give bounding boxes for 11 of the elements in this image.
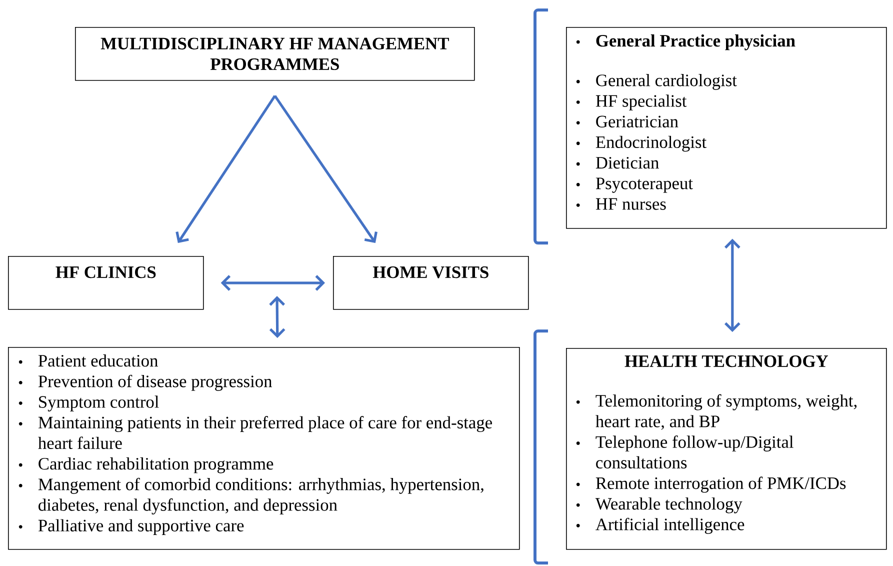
title-box: MULTIDISCIPLINARY HF MANAGEMENT PROGRAMMES xyxy=(75,27,475,81)
arrow xyxy=(269,296,286,338)
list-box: Patient education Prevention of disease progression Symptom control Maintaining patients in their preferred place of care for end-stage heart failure Cardiac rehabilitation programme Mangement of comorbid conditions: arrhythmias, hypertension, diabetes, renal dysfunction, and depression Palliative and supportive care xyxy=(8,347,520,550)
arrow xyxy=(274,95,378,243)
list-box: HEALTH TECHNOLOGY Telemonitoring of symptoms, weight, heart rate, and BP Telephone follow-up/Digital consultations Remote interrogation of PMK/ICDs Wearable technology Artificial intelligence xyxy=(566,348,887,550)
arrow xyxy=(220,274,325,291)
list-box: General Practice physician General cardiologist HF specialist Geriatrician Endocrinologist Dietician Psycoterapeut HF nurses xyxy=(566,27,887,229)
label-box: HOME VISITS xyxy=(333,256,529,310)
arrow xyxy=(176,95,276,243)
arrow xyxy=(724,238,740,332)
label-box: HF CLINICS xyxy=(8,256,204,310)
